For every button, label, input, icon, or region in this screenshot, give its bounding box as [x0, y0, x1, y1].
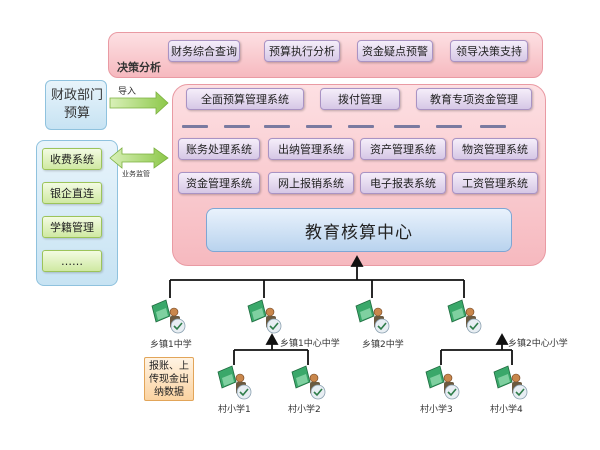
system-budget-mgmt[interactable]: 全面预算管理系统: [186, 88, 304, 110]
left-system-more[interactable]: ……: [42, 250, 102, 272]
finance-dept-box: 财政部门预算: [45, 80, 107, 130]
left-system-bank[interactable]: 银企直连: [42, 182, 102, 204]
divider-dash: [264, 125, 290, 128]
decision-item-leader-support[interactable]: 领导决策支持: [450, 40, 528, 62]
business-arrow-icon: [109, 147, 169, 169]
decision-item-budget-analysis[interactable]: 预算执行分析: [264, 40, 340, 62]
system-special-funds[interactable]: 教育专项资金管理: [416, 88, 532, 110]
divider-dash: [394, 125, 420, 128]
system-assets[interactable]: 资产管理系统: [360, 138, 446, 160]
system-materials[interactable]: 物资管理系统: [452, 138, 538, 160]
divider-dash: [224, 125, 250, 128]
village-label-2: 村小学2: [288, 405, 321, 415]
system-cashier[interactable]: 出纳管理系统: [268, 138, 354, 160]
town-label-4: 乡镇2中心小学: [508, 339, 568, 349]
decision-title: 决策分析: [117, 61, 161, 74]
village-school-icon: [425, 365, 460, 400]
divider-dash: [182, 125, 208, 128]
decision-item-fund-warning[interactable]: 资金疑点预警: [357, 40, 433, 62]
village-school-icon: [217, 365, 252, 400]
town-school-icon: [247, 299, 282, 334]
divider-dash: [348, 125, 374, 128]
town-school-icon: [447, 299, 482, 334]
town-label-1: 乡镇1中学: [150, 340, 192, 350]
import-label: 导入: [118, 87, 137, 97]
town-school-icon: [355, 299, 390, 334]
left-system-student[interactable]: 学籍管理: [42, 216, 102, 238]
system-online-reimburse[interactable]: 网上报销系统: [268, 172, 354, 194]
system-payroll[interactable]: 工资管理系统: [452, 172, 538, 194]
village-school-icon: [493, 365, 528, 400]
finance-dept-label: 财政部门预算: [50, 88, 103, 121]
village-label-4: 村小学4: [490, 405, 523, 415]
left-system-charge[interactable]: 收费系统: [42, 148, 102, 170]
system-e-reports[interactable]: 电子报表系统: [360, 172, 446, 194]
village-label-1: 村小学1: [218, 405, 251, 415]
system-accounting[interactable]: 账务处理系统: [178, 138, 260, 160]
divider-dash: [306, 125, 332, 128]
report-upload-box: 报账、上传现金出纳数据: [144, 357, 194, 401]
connector-arrows: [109, 91, 169, 169]
system-allocation[interactable]: 拨付管理: [320, 88, 400, 110]
business-supervision-label: 业务监管: [122, 170, 150, 178]
village-school-icon: [291, 365, 326, 400]
town-label-3: 乡镇2中学: [362, 340, 404, 350]
town-school-icon: [151, 299, 186, 334]
decision-item-finance-query[interactable]: 财务综合查询: [168, 40, 240, 62]
system-funds[interactable]: 资金管理系统: [178, 172, 260, 194]
divider-dash: [480, 125, 506, 128]
import-arrow-icon: [109, 91, 169, 115]
village-label-3: 村小学3: [420, 405, 453, 415]
divider-dash: [436, 125, 462, 128]
town-label-2: 乡镇1中心中学: [280, 339, 340, 349]
core-center[interactable]: 教育核算中心: [206, 208, 512, 252]
